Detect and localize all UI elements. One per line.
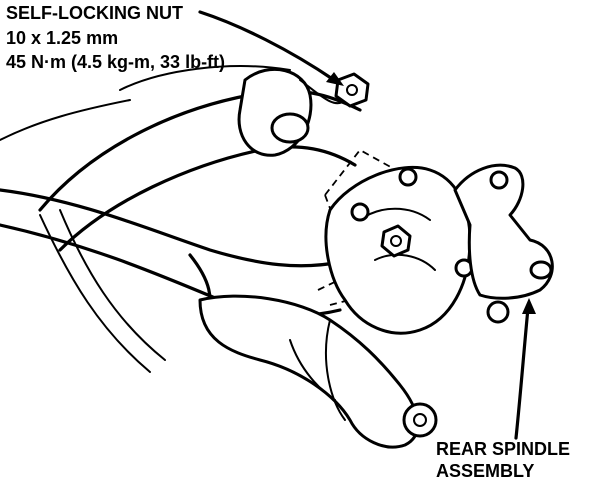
bushing-bracket bbox=[237, 67, 346, 157]
self-locking-nut-icon bbox=[334, 72, 370, 108]
nut-label-name: SELF-LOCKING NUT bbox=[6, 3, 183, 23]
spindle-label-line2: ASSEMBLY bbox=[436, 461, 535, 481]
nut-leader-arrow bbox=[198, 10, 344, 86]
knuckle-body bbox=[324, 165, 474, 335]
nut-label-torque: 45 N·m (4.5 kg-m, 33 lb-ft) bbox=[6, 52, 226, 72]
spindle-label-line1: REAR SPINDLE bbox=[436, 439, 571, 459]
nut-label-size: 10 x 1.25 mm bbox=[6, 28, 119, 48]
spindle-leader-arrow bbox=[514, 298, 536, 440]
rear-spindle-flange bbox=[453, 163, 554, 324]
lower-knuckle bbox=[198, 294, 438, 449]
